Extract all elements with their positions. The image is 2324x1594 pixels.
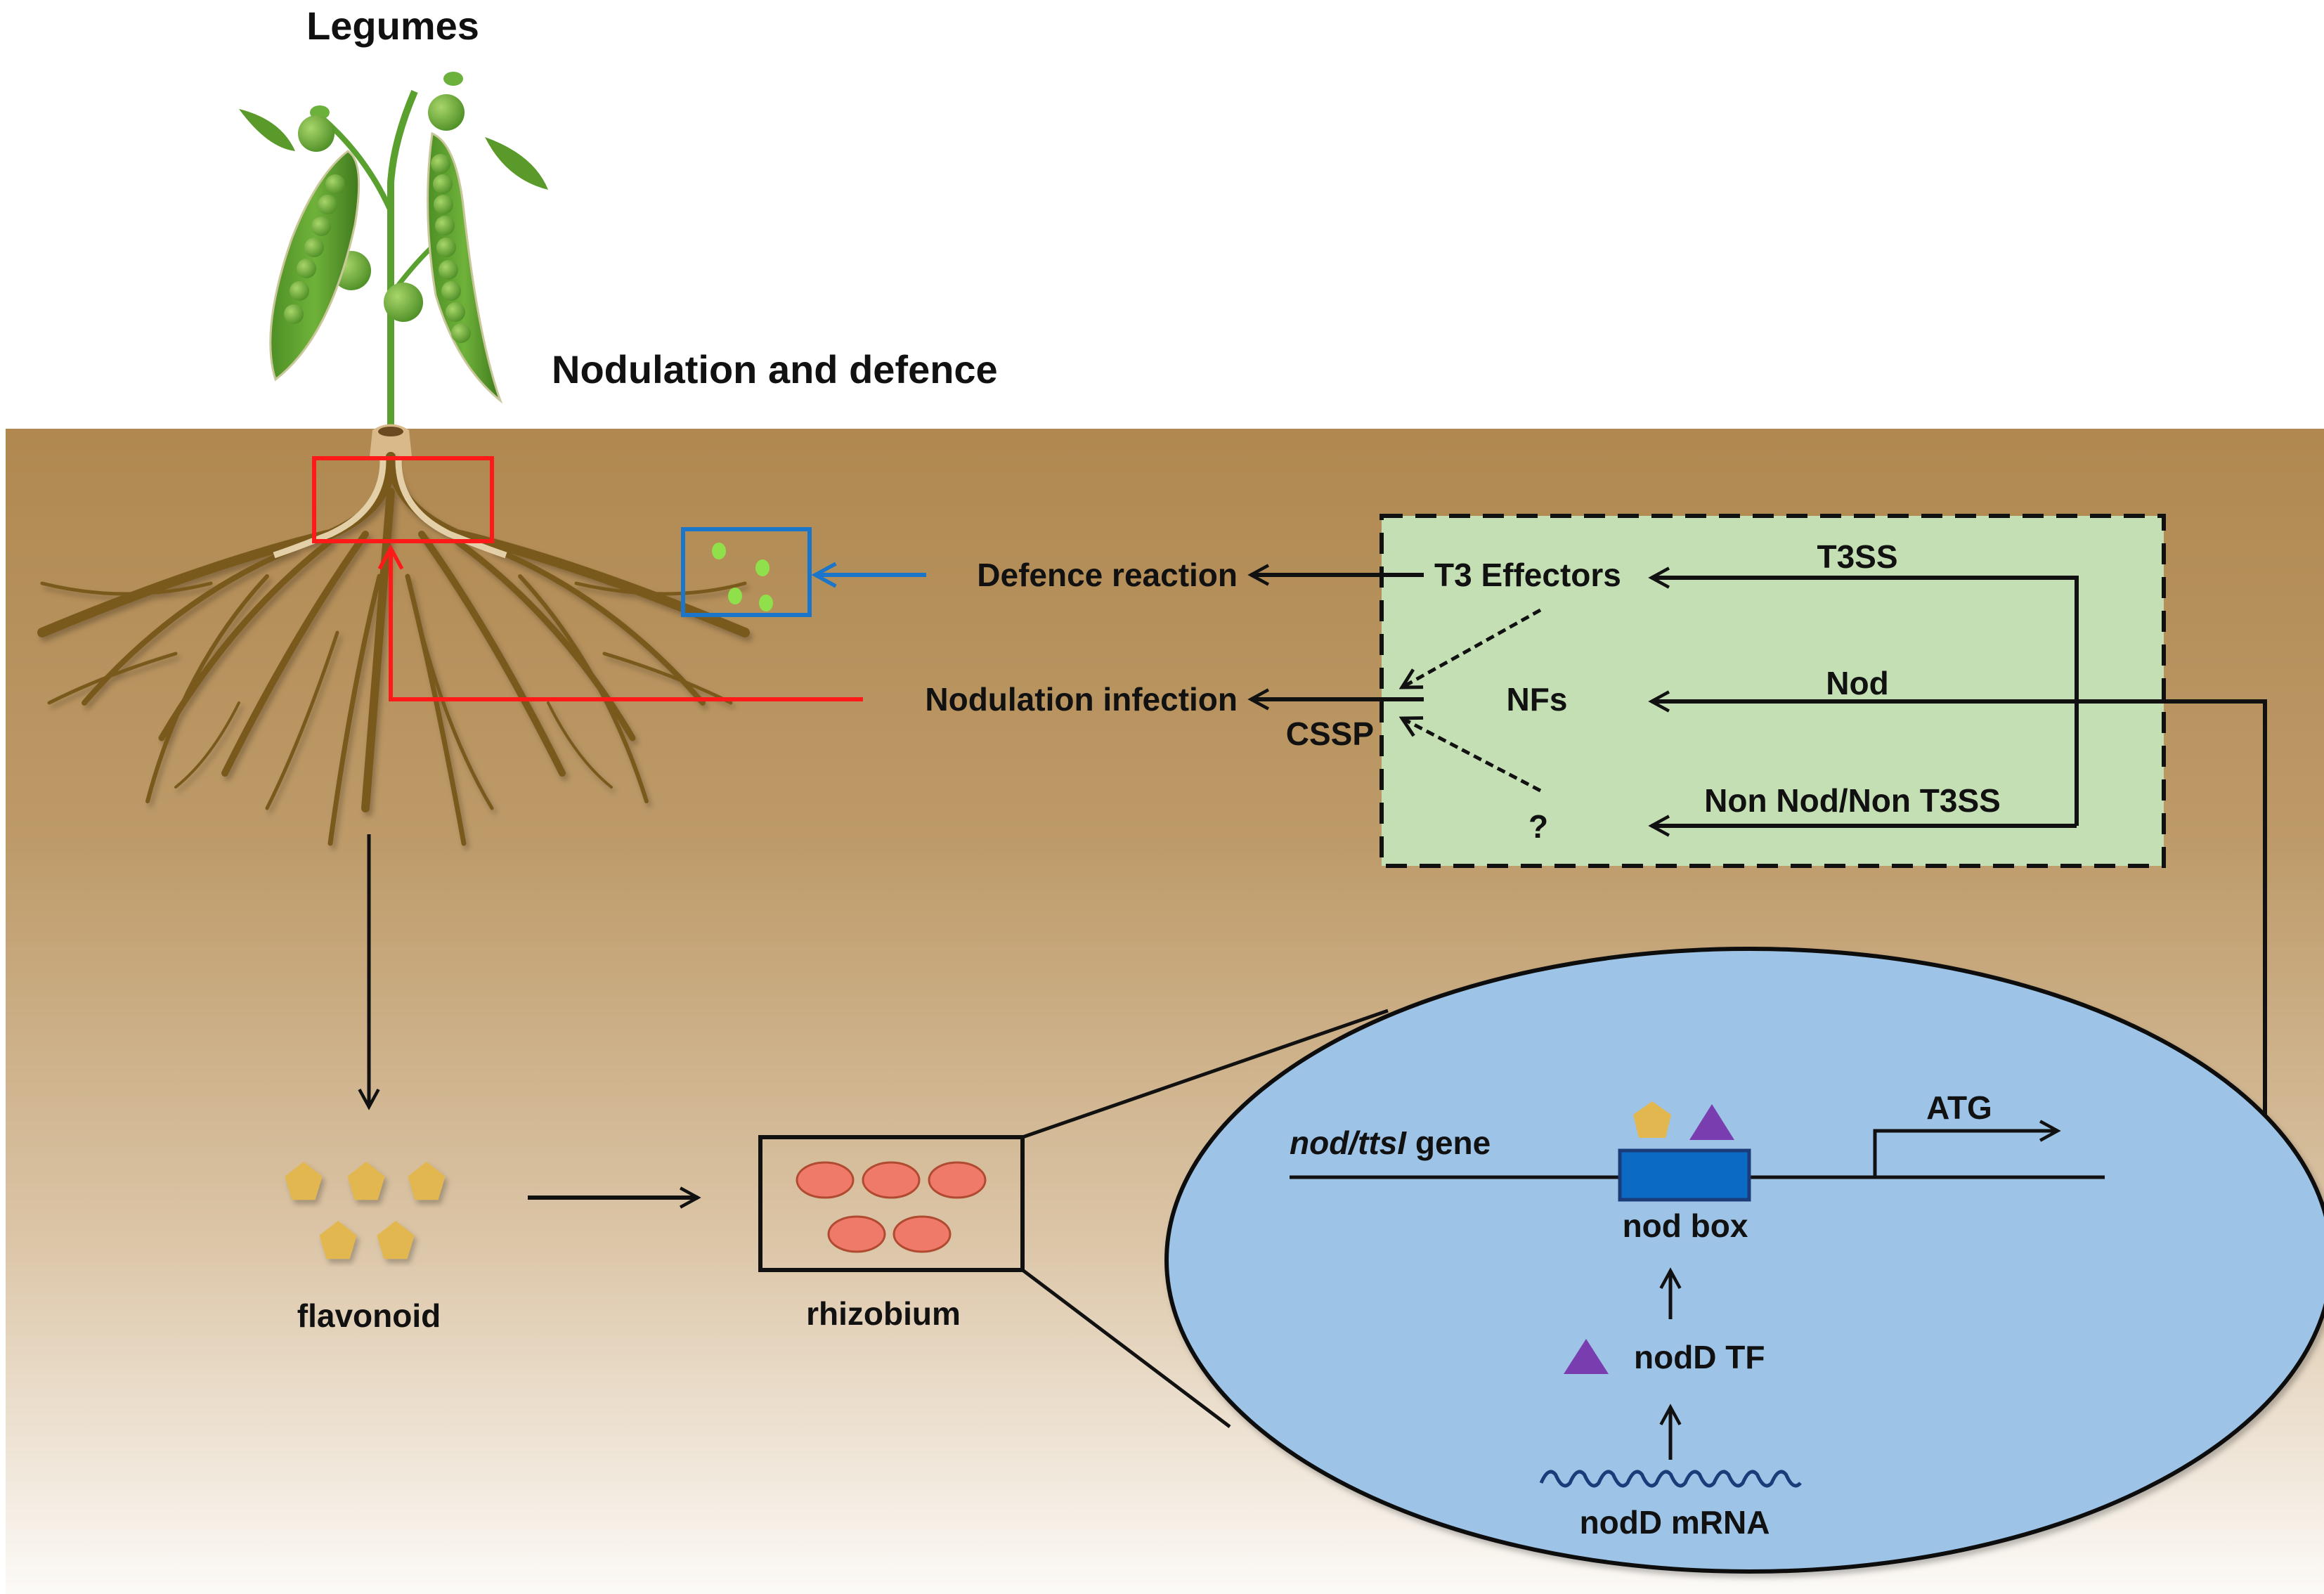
nfs-label: NFs — [1507, 681, 1568, 718]
t3ss-label: T3SS — [1817, 538, 1897, 575]
rhizobium-label: rhizobium — [806, 1295, 961, 1332]
rhizobium-cell-icon — [796, 1161, 855, 1199]
defence-site-box — [681, 527, 812, 617]
bound-nodD-triangle-icon — [1689, 1104, 1734, 1140]
nodulation-infection-label: Nodulation infection — [925, 681, 1238, 718]
bound-flavonoid-icon — [1633, 1101, 1671, 1138]
transcription-start-arrow — [1873, 1131, 2058, 1177]
rhizobium-cell-oval — [1164, 947, 2324, 1574]
taproot-highlight — [273, 460, 507, 559]
nodD-tf-label: nodD TF — [1634, 1339, 1765, 1375]
flavonoid-pentagon-icon — [377, 1221, 415, 1259]
flavonoid-group — [285, 1162, 446, 1259]
nodulation-defence-title: Nodulation and defence — [552, 347, 998, 391]
flavonoid-pentagon-icon — [347, 1162, 385, 1200]
unknown-factor-label: ? — [1528, 808, 1548, 845]
legumes-title: Legumes — [306, 4, 479, 48]
nod-box-element — [1618, 1148, 1751, 1202]
gene-name-italic: nod/ttsI — [1290, 1125, 1407, 1161]
pathogen-spots — [712, 543, 773, 611]
rhizobium-cell-icon — [928, 1161, 987, 1199]
t3-effectors-label: T3 Effectors — [1434, 557, 1621, 593]
rhizobium-cell-icon — [892, 1215, 952, 1253]
non-nod-non-t3ss-label: Non Nod/Non T3SS — [1704, 782, 2001, 819]
pea-plant-icon — [239, 72, 548, 462]
nod-box-label: nod box — [1623, 1207, 1748, 1244]
rhizobium-group — [796, 1161, 987, 1253]
nodD-triangle-icon — [1564, 1339, 1609, 1374]
gene-label: nod/ttsI gene — [1290, 1125, 1491, 1161]
flavonoid-pentagon-icon — [319, 1221, 357, 1259]
rhizobium-cell-icon — [862, 1161, 921, 1199]
zoom-line-bottom — [1021, 1269, 1231, 1428]
flavonoid-pentagon-icon — [285, 1162, 323, 1200]
nod-label: Nod — [1826, 665, 1888, 701]
nodulation-connector-red — [391, 548, 863, 701]
rhizobium-cell-icon — [827, 1215, 886, 1253]
signal-panel — [1380, 514, 2166, 868]
t3ss-pathway-line — [1651, 578, 2079, 826]
defence-reaction-label: Defence reaction — [977, 557, 1238, 593]
zoom-line-top — [1022, 1009, 1389, 1139]
atg-label: ATG — [1926, 1089, 1992, 1126]
gene-suffix: gene — [1406, 1125, 1491, 1161]
mrna-wave-icon — [1539, 1470, 1802, 1488]
rhizobium-box — [758, 1135, 1025, 1272]
root-system-icon — [37, 452, 750, 846]
flavonoid-pentagon-icon — [408, 1162, 446, 1200]
flavonoid-label: flavonoid — [297, 1297, 441, 1334]
nodD-mrna-label: nodD mRNA — [1580, 1504, 1770, 1541]
cssp-label: CSSP — [1286, 715, 1374, 752]
nodule-site-box — [312, 456, 494, 543]
